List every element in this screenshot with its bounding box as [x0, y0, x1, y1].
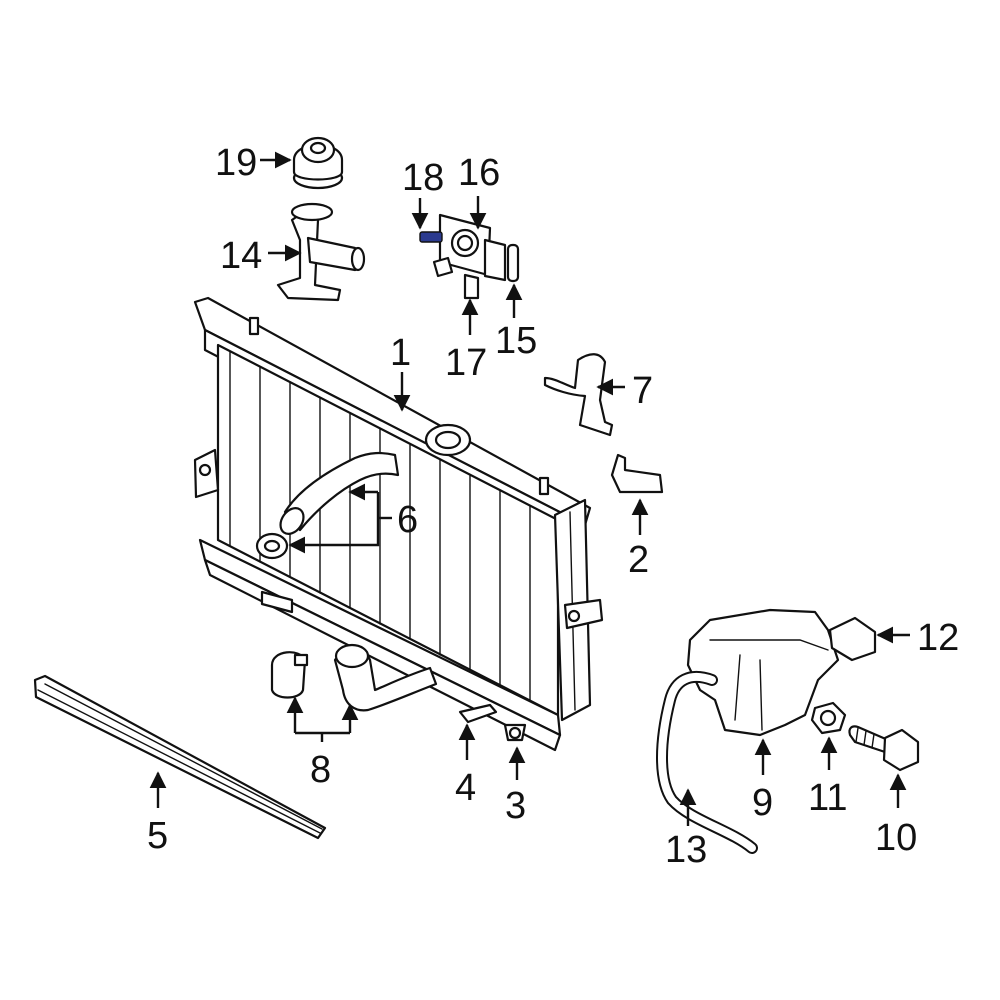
callout-labels: 1 2 3 4 5 6 7 8 9 10 11 12 13 14 15 16 1… — [147, 142, 959, 871]
leader-lines — [149, 151, 910, 826]
lower-hose — [270, 643, 438, 712]
small-bracket — [610, 453, 664, 494]
lower-bracket — [458, 703, 498, 724]
callout-8: 8 — [310, 749, 331, 791]
callout-11: 11 — [808, 777, 847, 819]
callout-12: 12 — [917, 617, 959, 659]
mounting-bracket — [543, 353, 614, 437]
drain-plug — [503, 723, 527, 742]
sensor-bolt — [419, 231, 443, 243]
callout-16: 16 — [458, 152, 500, 194]
radiator-cap — [292, 136, 344, 190]
callout-1: 1 — [390, 332, 411, 374]
callout-13: 13 — [665, 829, 707, 871]
callout-2: 2 — [628, 539, 649, 581]
callout-15: 15 — [495, 320, 537, 362]
callout-18: 18 — [402, 157, 444, 199]
overflow-hose — [656, 670, 758, 854]
callout-5: 5 — [147, 815, 168, 857]
callout-7: 7 — [632, 370, 653, 412]
callout-10: 10 — [875, 817, 917, 859]
hex-bolt — [848, 725, 920, 772]
callout-17: 17 — [445, 342, 487, 384]
callout-6: 6 — [397, 499, 418, 541]
callout-4: 4 — [455, 767, 476, 809]
callout-19: 19 — [215, 142, 257, 184]
callout-9: 9 — [752, 782, 773, 824]
callout-3: 3 — [505, 785, 526, 827]
air-deflector-strip — [33, 674, 327, 840]
filler-neck — [276, 202, 366, 302]
coolant-reservoir — [686, 608, 840, 737]
upper-hose — [255, 451, 400, 560]
reservoir-bracket — [828, 616, 877, 662]
hex-nut — [810, 701, 847, 735]
callout-14: 14 — [220, 235, 262, 277]
radiator — [193, 296, 604, 752]
water-outlet-housing — [432, 213, 520, 300]
